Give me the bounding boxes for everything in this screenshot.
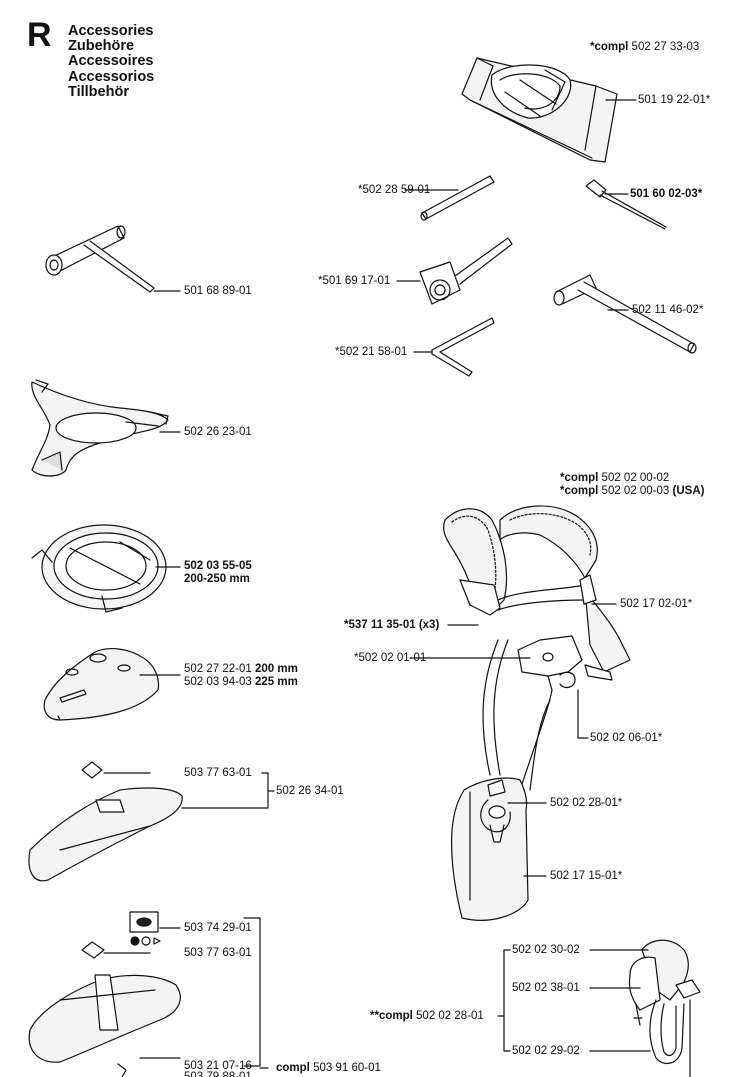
bracket-holder xyxy=(497,949,511,1052)
guard-assembly-drawing xyxy=(28,761,183,882)
shield-drawing xyxy=(43,648,160,721)
label-bag-compl: *compl 502 27 33-03 xyxy=(590,41,700,53)
title-de: Zubehöre xyxy=(68,38,135,55)
t-wrench-small-drawing xyxy=(45,225,155,293)
combi-wrench-drawing xyxy=(419,237,513,305)
label-plate-1: 503 77 63-01 xyxy=(184,767,252,779)
label-hip-pad: 502 17 15-01* xyxy=(550,870,623,882)
lower-guard-drawing xyxy=(28,941,181,1077)
rod-drawing xyxy=(420,175,495,221)
title-en: Accessories xyxy=(68,23,154,39)
label-harness-compl-2: *compl 502 02 00-03 (USA) xyxy=(560,485,705,497)
label-buckle: 502 17 02-01* xyxy=(620,598,693,610)
label-holder-2: 502 02 38-01 xyxy=(512,982,580,994)
label-harness-plate: *502 02 01-01 xyxy=(354,652,427,664)
label-cutter-icon-part: 503 74 29-01 xyxy=(184,922,252,934)
section-titles: Accessories Zubehöre Accessoires Accesso… xyxy=(68,23,155,100)
bracket-guard-assembly xyxy=(261,772,275,809)
label-combi-wrench: *501 69 17-01 xyxy=(318,275,391,287)
label-hook: 502 02 06-01* xyxy=(590,732,663,744)
guard-plate-drawing xyxy=(31,379,169,477)
label-ring-size: 200-250 mm xyxy=(184,573,250,585)
label-t-wrench: 502 11 46-02* xyxy=(632,304,704,316)
hex-key-drawing xyxy=(431,317,495,377)
t-wrench-drawing xyxy=(553,274,697,354)
label-t-wrench-small: 501 68 89-01 xyxy=(184,285,252,297)
label-shield-a: 502 27 22-01 200 mm xyxy=(184,663,298,675)
title-sv: Tillbehör xyxy=(68,83,129,100)
ring-drawing xyxy=(31,524,167,613)
small-tool-drawing xyxy=(585,179,667,230)
label-pad-shackle: 502 02 28-01* xyxy=(550,797,623,809)
label-guard-plate: 502 26 23-01 xyxy=(184,426,252,438)
cutter-icon-drawing xyxy=(129,911,161,946)
title-fr: Accessoires xyxy=(68,53,154,70)
tool-bag-drawing xyxy=(461,57,618,163)
label-bag: 501 19 22-01* xyxy=(638,94,711,106)
label-ring-number: 502 03 55-05 xyxy=(184,560,252,572)
label-shield-b: 502 03 94-03 225 mm xyxy=(184,676,298,688)
label-plate-2: 503 77 63-01 xyxy=(184,947,252,959)
label-small-tool: 501 60 02-03* xyxy=(630,188,703,200)
label-holder-compl: **compl 502 02 28-01 xyxy=(370,1010,484,1022)
holder-drawing xyxy=(628,939,701,1077)
title-es: Accessorios xyxy=(68,68,155,85)
leader-hook xyxy=(577,689,589,739)
label-rod: *502 28 59-01 xyxy=(358,184,431,196)
label-guard-assembly: 502 26 34-01 xyxy=(276,785,344,797)
label-harness-compl-1: *compl 502 02 00-02 xyxy=(560,472,670,484)
bracket-lower-guard xyxy=(243,917,269,1069)
label-part-bottom-2: 503 79 88-01 xyxy=(184,1071,252,1077)
label-strap-clip: *537 11 35-01 (x3) xyxy=(344,619,440,631)
harness-drawing xyxy=(443,505,631,921)
section-letter: R xyxy=(27,16,52,54)
label-guard-compl: compl 503 91 60-01 xyxy=(276,1062,381,1074)
label-part-bottom-1: 503 21 07-16 xyxy=(184,1060,252,1072)
label-hex-key: *502 21 58-01 xyxy=(335,346,408,358)
label-holder-3: 502 02 29-02 xyxy=(512,1045,580,1057)
label-holder-1: 502 02 30-02 xyxy=(512,944,580,956)
